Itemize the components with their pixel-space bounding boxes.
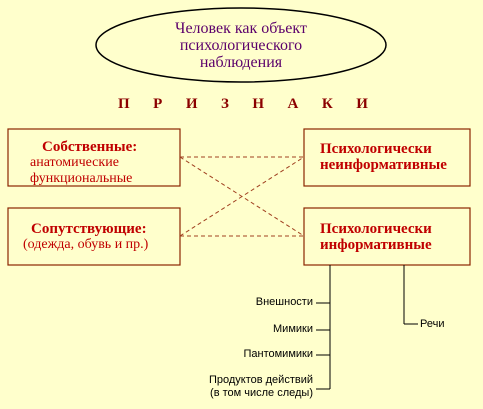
signs-heading-letter: А [287,96,299,112]
connector-accomp-to-noninfo [179,156,305,237]
non-informative-text: Психологически неинформативные [320,141,447,173]
box-informative [303,207,471,266]
title-line-2: психологического [179,37,303,54]
branch-speech: Речи [420,318,445,330]
branch-products-line: Продуктов действий [208,374,313,386]
signs-heading-letter: Н [252,96,265,112]
diagram-title: Человек как объект психологического набл… [130,20,352,71]
branch-products-line: (в том числе следы) [210,387,313,399]
box-non-informative [303,128,471,187]
title-line-3: наблюдения [199,54,283,71]
own-signs-text: Собственные: анатомические функциональны… [30,139,137,187]
informative-text: Психологически информативные [320,221,432,253]
title-line-1: Человек как объект [175,20,307,37]
branch-pantomime: Пантомимики [243,348,313,360]
signs-heading: П Р И З Н А К И [118,96,368,113]
branch-facial: Мимики [273,323,313,335]
own-signs-line: анатомические [30,155,119,170]
non-informative-line: Психологически [320,141,432,157]
signs-heading-letter: И [185,96,198,112]
non-informative-line: неинформативные [320,157,447,173]
signs-heading-letter: К [321,96,333,112]
signs-heading-letter: З [220,96,229,112]
accompanying-signs-title: Сопутствующие: [31,221,147,237]
accompanying-signs-text: Сопутствующие: (одежда, обувь и пр.) [23,221,148,253]
own-signs-title: Собственные: [42,139,138,155]
branch-products: Продуктов действий (в том числе следы) [163,374,313,400]
title-ellipse [95,7,387,83]
signs-heading-letter: П [118,96,130,112]
signs-heading-letter: И [356,96,368,112]
accompanying-signs-line: (одежда, обувь и пр.) [23,237,149,252]
own-signs-line: функциональные [30,171,133,186]
informative-line: Психологически [320,221,432,237]
signs-heading-letter: Р [153,96,163,112]
informative-line: информативные [320,237,432,253]
branch-appearance: Внешности [255,296,313,308]
